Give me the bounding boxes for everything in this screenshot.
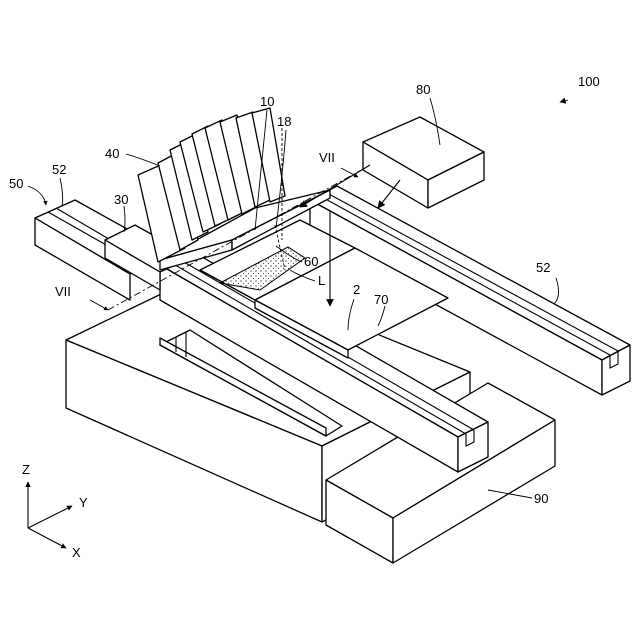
label-2: 2 [353, 282, 360, 297]
label-90: 90 [534, 491, 548, 506]
x-axis-arrow [28, 528, 66, 548]
label-52-right: 52 [536, 260, 550, 275]
label-30: 30 [114, 192, 128, 207]
x-axis-label: X [72, 545, 81, 560]
label-vii-left: VII [55, 284, 71, 299]
label-70: 70 [374, 292, 388, 307]
label-100: 100 [578, 74, 600, 89]
label-60: 60 [304, 254, 318, 269]
label-10: 10 [260, 94, 274, 109]
label-40: 40 [105, 146, 119, 161]
label-52-left: 52 [52, 162, 66, 177]
label-80: 80 [416, 82, 430, 97]
label-50: 50 [9, 176, 23, 191]
y-axis-arrow [28, 506, 72, 528]
y-axis-label: Y [79, 495, 88, 510]
coordinate-axes: Z Y X [22, 462, 88, 560]
z-axis-label: Z [22, 462, 30, 477]
label-18: 18 [277, 114, 291, 129]
label-l: L [318, 273, 325, 288]
label-vii-top: VII [319, 150, 335, 165]
control-box [363, 117, 484, 208]
